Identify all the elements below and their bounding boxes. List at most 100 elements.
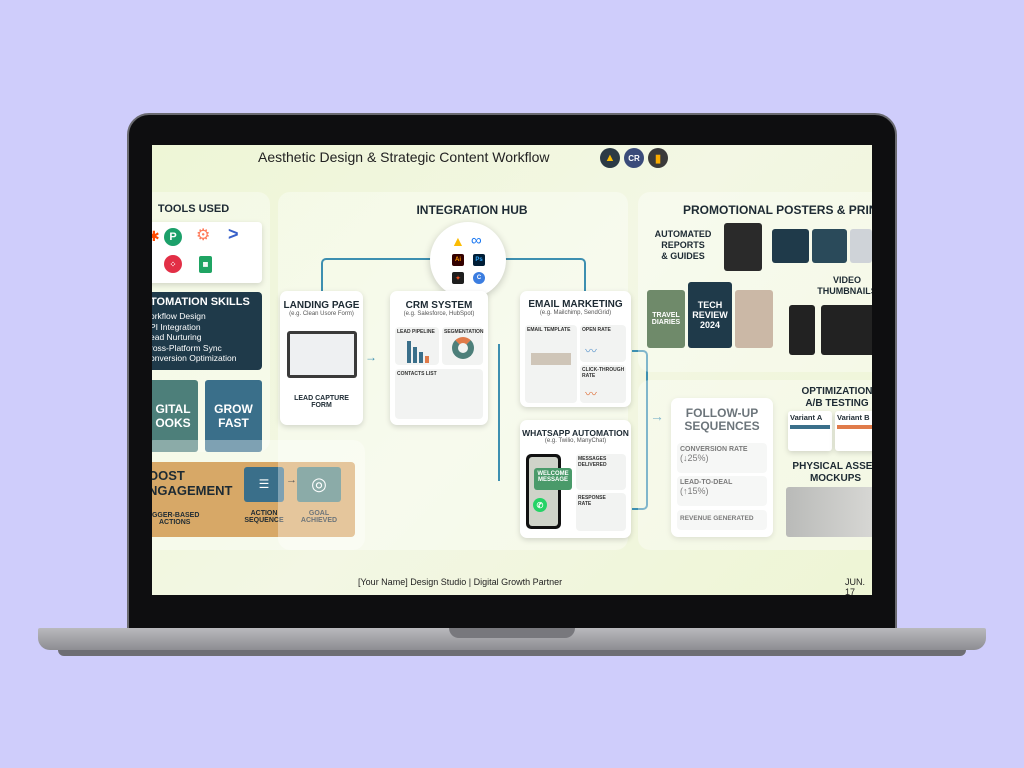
tools-icons-box: ✱ P ⚙ > ⁘ ▦ <box>152 222 262 283</box>
hub-heading: INTEGRATION HUB <box>416 203 528 217</box>
google-sheets-icon: ▦ <box>199 256 212 273</box>
ctr-label: CLICK-THROUGH RATE <box>582 367 625 379</box>
poster-thumb <box>850 229 872 263</box>
automation-skills-box: TOMATION SKILLS orkflow Design PI Integr… <box>152 292 262 370</box>
variant-b-card: Variant B <box>835 411 872 451</box>
laptop-notch <box>449 628 575 638</box>
crm-card: CRM SYSTEM (e.g. Salesforce, HubSpot) LE… <box>390 291 488 425</box>
revenue-label: REVENUE GENERATED <box>680 515 754 522</box>
promo-heading: PROMOTIONAL POSTERS & PRIN <box>683 203 872 217</box>
optimization-heading: OPTIMIZATION A/B TESTING <box>801 386 872 409</box>
followup-title: FOLLOW-UP SEQUENCES <box>684 406 760 433</box>
action-sequence-icon: ☰ <box>244 467 284 502</box>
template-label: EMAIL TEMPLATE <box>527 327 571 333</box>
landing-title: LANDING PAGE <box>283 300 360 311</box>
branch-line <box>498 344 520 481</box>
reports-label: AUTOMATED REPORTS & GUIDES <box>654 229 712 261</box>
laptop-screen: Aesthetic Design & Strategic Content Wor… <box>152 145 872 595</box>
email-sub: (e.g. Mailchimp, SendGrid) <box>539 310 612 316</box>
landing-page-card: LANDING PAGE (e.g. Clean Usore Form) LEA… <box>280 291 363 425</box>
action-label: ACTION SEQUENCE <box>244 510 284 524</box>
crm-title: CRM SYSTEM <box>405 300 473 311</box>
revenue-metric: REVENUE GENERATED <box>677 510 767 530</box>
arrow-icon: → <box>286 474 297 486</box>
goal-label: GOAL ACHIEVED <box>300 510 338 524</box>
contacts-list: CONTACTS LIST <box>395 369 483 419</box>
video-thumb <box>821 305 872 355</box>
boost-heading: OOST NGAGEMENT <box>152 468 233 498</box>
variant-a-label: Variant A <box>790 413 823 422</box>
travel-diaries-thumb: TRAVEL DIARIES <box>647 290 685 348</box>
google-ads-icon: ▲ <box>451 233 465 249</box>
tech-review-thumb: TECH REVIEW 2024 <box>688 282 732 348</box>
open-rate-chart: OPEN RATE〰 <box>580 325 626 362</box>
tools-heading: TOOLS USED <box>157 203 230 215</box>
email-title: EMAIL MARKETING <box>528 299 623 310</box>
picsart-icon: P <box>164 228 182 246</box>
delivered-chart: MESSAGES DELIVERED <box>576 454 626 490</box>
lead-pipeline-chart: LEAD PIPELINE <box>395 327 439 365</box>
physical-heading: PHYSICAL ASSET MOCKUPS <box>792 461 872 484</box>
page-title: Aesthetic Design & Strategic Content Wor… <box>258 149 550 165</box>
response-label: RESPONSE RATE <box>578 495 606 507</box>
landing-caption: LEAD CAPTURE FORM <box>294 395 349 409</box>
hubspot-icon: ⚙ <box>196 227 211 244</box>
laptop-base-lip <box>58 650 966 656</box>
lead-label: LEAD-TO-DEAL <box>680 479 733 486</box>
laptop-mockup <box>287 331 357 378</box>
welcome-bubble: WELCOME MESSAGE <box>534 468 572 490</box>
footer-date: JUN. 17 <box>845 577 865 595</box>
whatsapp-title: WHATSAPP AUTOMATION <box>522 428 629 438</box>
whatsapp-card: WHATSAPP AUTOMATION (e.g. Twilio, ManyCh… <box>520 420 631 538</box>
skill-item: onversion Optimization <box>152 353 237 363</box>
google-ads-icon: ▲ <box>600 148 620 168</box>
poster-thumb <box>772 229 809 263</box>
canva-icon: C <box>473 272 485 284</box>
skills-heading: TOMATION SKILLS <box>152 296 250 308</box>
laptop-base <box>38 628 986 650</box>
conversion-rate-metric: CONVERSION RATE(↓25%) <box>677 443 767 473</box>
merge-line <box>632 350 648 510</box>
skill-item: ross-Platform Sync <box>152 342 222 353</box>
arrow-icon: → <box>365 350 377 364</box>
variant-b-label: Variant B <box>837 413 870 422</box>
integration-hub-circle: ▲ ∞ Ai Ps ✦ C <box>430 222 506 298</box>
segmentation-label: SEGMENTATION <box>444 329 484 335</box>
email-marketing-card: EMAIL MARKETING (e.g. Mailchimp, SendGri… <box>520 291 631 407</box>
tablet-thumb <box>724 223 762 271</box>
twilio-icon: ⁘ <box>164 255 182 273</box>
arrow-icon: → <box>650 408 664 424</box>
trigger-label: IGGER-BASED ACTIONS <box>152 512 200 526</box>
analytics-icon: ▮ <box>648 148 668 168</box>
conv-label: CONVERSION RATE <box>680 446 748 453</box>
conv-value: (↓25%) <box>680 453 709 463</box>
contacts-label: CONTACTS LIST <box>397 371 437 377</box>
lead-value: (↑15%) <box>680 486 709 496</box>
digital-books-tile: GITAL OOKS <box>152 380 198 452</box>
landing-sub: (e.g. Clean Usore Form) <box>289 311 354 317</box>
skill-item: PI Integration <box>152 321 201 332</box>
crm-sub: (e.g. Salesforce, HubSpot) <box>403 311 475 317</box>
activecampaign-icon: > <box>228 224 239 244</box>
open-rate-label: OPEN RATE <box>582 327 611 333</box>
video-thumb <box>789 305 815 355</box>
phone-thumb <box>735 290 773 348</box>
physical-mockup-image <box>786 487 872 537</box>
whatsapp-icon: ✆ <box>533 498 547 512</box>
photoshop-icon: Ps <box>473 254 485 266</box>
target-icon: ◎ <box>297 467 341 502</box>
video-label: VIDEO THUMBNAILS <box>817 275 872 296</box>
variant-a-card: Variant A <box>788 411 832 451</box>
illustrator-icon: Ai <box>452 254 464 266</box>
response-chart: RESPONSE RATE <box>576 493 626 531</box>
phone-mockup <box>526 454 561 529</box>
zapier-icon: ✱ <box>152 228 160 244</box>
footer-studio: [Your Name] Design Studio | Digital Grow… <box>358 577 563 587</box>
meta-icon: ∞ <box>471 232 482 249</box>
lead-to-deal-metric: LEAD-TO-DEAL(↑15%) <box>677 476 767 506</box>
delivered-label: MESSAGES DELIVERED <box>578 456 607 468</box>
poster-thumb <box>812 229 847 263</box>
pipeline-label: LEAD PIPELINE <box>397 329 435 335</box>
segmentation-chart: SEGMENTATION <box>442 327 484 365</box>
cr-icon: CR <box>624 148 644 168</box>
